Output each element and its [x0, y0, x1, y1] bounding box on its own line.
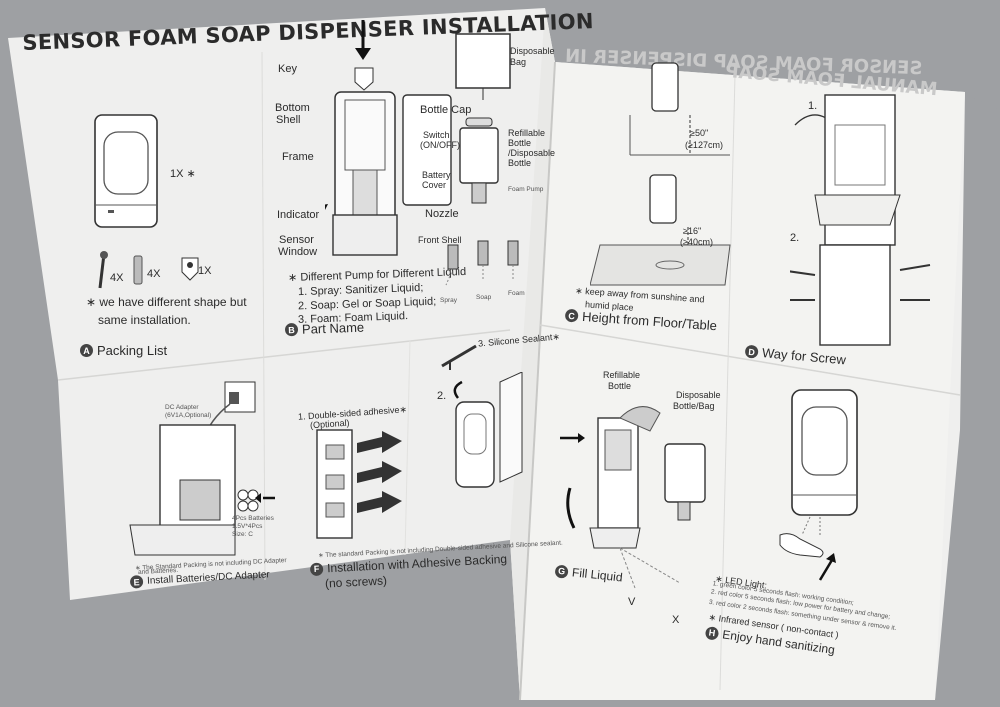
screw-icon — [98, 251, 108, 289]
label-front-shell: Front Shell — [418, 235, 462, 245]
battery-note-line2: 1.5V*4Pcs — [232, 523, 263, 530]
label-refillable-4: Bottle — [508, 158, 532, 168]
height-h1-line2: (≥127cm) — [685, 140, 723, 150]
wall-anchor-icon — [133, 255, 143, 285]
arrow-right-icon — [560, 433, 585, 443]
wall-mount-illustration — [453, 372, 523, 488]
height-h2-line2: (≥40cm) — [680, 237, 713, 247]
screw-mounting-illustration — [790, 94, 931, 346]
height-h1-line1: ≥50" — [690, 128, 709, 138]
label-pump-soap: Soap — [476, 294, 492, 301]
label-sensor-window-2: Window — [278, 246, 318, 258]
fill-liquid-illustration — [560, 406, 706, 589]
section-label: Part Name — [301, 319, 365, 337]
battery-install-illustration — [129, 381, 275, 556]
spray-pump-icon — [445, 244, 459, 286]
section-badge-e: E — [129, 574, 144, 589]
label-key: Key — [278, 63, 297, 75]
qty-key: 1X — [198, 265, 212, 277]
label-refillable-3: /Disposable — [508, 148, 556, 158]
arrow-down-icon — [355, 20, 371, 60]
label-frame: Frame — [282, 151, 314, 163]
battery-note-line3: Size: C — [232, 531, 253, 538]
screw-step1: 1. — [808, 100, 818, 112]
adhesive-backing-illustration — [316, 429, 402, 539]
label-nozzle: Nozzle — [425, 208, 459, 220]
pump-types-illustration — [445, 240, 519, 286]
section-label: Packing List — [97, 343, 168, 358]
key-icon — [181, 257, 199, 281]
fill-mark-ok: V — [628, 596, 636, 608]
label-refillable-1: Refillable — [508, 128, 546, 138]
arrow-up-icon — [818, 553, 836, 581]
exploded-view-illustration — [325, 20, 452, 256]
hand-sensor-illustration — [779, 389, 858, 581]
sealant-gun-icon — [441, 344, 477, 370]
label-bottle-cap: Bottle Cap — [420, 104, 472, 116]
label-battery-cover-2: Cover — [422, 180, 447, 190]
section-badge-c: C — [564, 308, 579, 323]
screw-step2: 2. — [790, 232, 800, 244]
packing-accessories — [98, 251, 199, 289]
section-part-name: B Part Name — [284, 319, 365, 338]
adhesive-step2: 2. — [437, 390, 447, 402]
height-h2-line1: ≥16" — [683, 226, 702, 236]
foam-pump-icon — [507, 240, 519, 279]
qty-anchors: 4X — [147, 268, 161, 280]
label-disposable-bag-2: Bag — [510, 57, 527, 67]
height-diagram — [590, 62, 731, 286]
section-badge-f: F — [309, 561, 324, 576]
fill-refillable-1: Refillable — [603, 370, 641, 380]
section-packing-list: A Packing List — [80, 343, 167, 358]
fill-disposable-2: Bottle/Bag — [673, 401, 715, 411]
hand-icon — [779, 533, 824, 558]
label-battery-cover-1: Battery — [422, 170, 451, 180]
section-badge-b: B — [284, 322, 299, 337]
label-pump-foam: Foam — [508, 290, 525, 297]
soap-pump-icon — [477, 240, 489, 281]
disposable-bag-illustration — [455, 33, 511, 100]
label-disposable-bag-1: Disposable — [510, 46, 555, 56]
dispenser-front-illustration — [94, 114, 158, 228]
battery-note-line1: 4Pcs Batteries — [232, 515, 274, 522]
qty-dispenser: 1X ∗ — [170, 168, 196, 180]
qty-screws: 4X — [110, 272, 124, 284]
label-indicator: Indicator — [277, 209, 320, 221]
fill-refillable-2: Bottle — [608, 381, 632, 391]
battery-icon — [237, 489, 259, 512]
label-foam-pump: Foam Pump — [508, 186, 544, 193]
label-refillable-2: Bottle — [508, 138, 532, 148]
fill-disposable-1: Disposable — [676, 390, 721, 400]
label-switch-2: (ON/OFF) — [420, 140, 460, 150]
label-switch-1: Switch — [423, 130, 450, 140]
dc-adapter-line1: DC Adapter — [165, 404, 199, 411]
section-badge-d: D — [744, 344, 759, 359]
packing-note-line1: ∗ we have different shape but — [86, 295, 247, 309]
section-badge-h: H — [704, 625, 720, 641]
section-badge-g: G — [554, 563, 569, 579]
label-pump-spray: Spray — [440, 297, 457, 304]
refill-bottle-illustration — [459, 117, 499, 204]
label-sensor-window-1: Sensor — [279, 234, 314, 246]
fill-mark-no: X — [672, 614, 680, 626]
arrow-left-icon — [255, 493, 275, 503]
section-badge-a: A — [80, 344, 93, 357]
packing-note-line2: same installation. — [98, 313, 191, 327]
label-bottom-shell-2: Shell — [276, 114, 301, 126]
label-bottom-shell-1: Bottom — [275, 102, 310, 114]
dc-adapter-line2: (6V1A,Optional) — [165, 412, 212, 419]
